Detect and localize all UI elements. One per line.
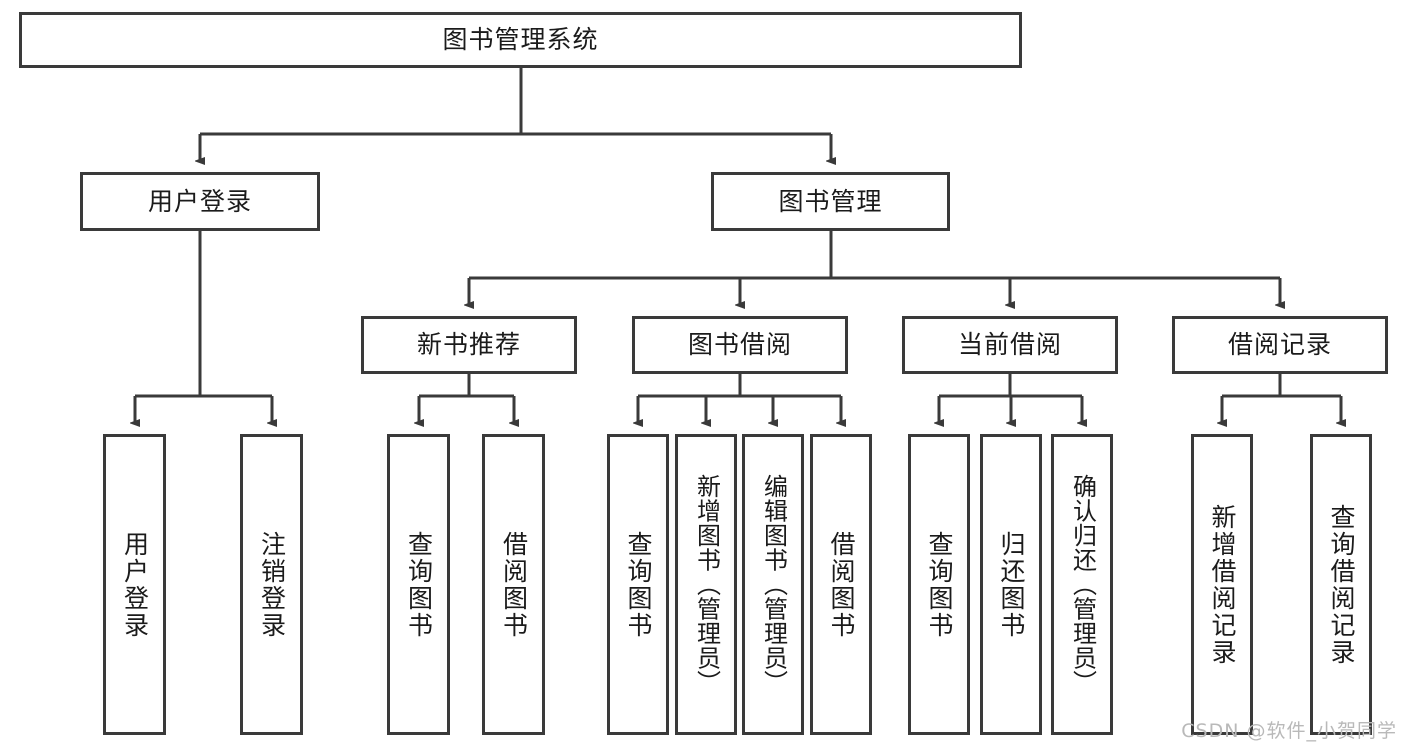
node-label: 新增图书（管理员） [692,474,721,695]
node-label: 图书借阅 [687,330,792,359]
node-borrow-record[interactable]: 借阅记录 [1172,316,1388,374]
node-label: 新增借阅记录 [1208,503,1237,666]
node-leaf-logout[interactable]: 注销登录 [240,434,303,735]
node-label: 图书管理系统 [442,25,599,54]
node-label: 查询图书 [925,530,954,639]
node-label: 注销登录 [257,530,287,639]
node-label: 归还图书 [997,530,1026,639]
node-label: 查询借阅记录 [1327,503,1356,666]
node-leaf-query-book-borrow[interactable]: 查询图书 [607,434,669,735]
node-label: 查询图书 [404,530,434,639]
node-user-login[interactable]: 用户登录 [80,172,320,231]
node-label: 查询图书 [624,530,653,639]
node-book-manage[interactable]: 图书管理 [711,172,950,231]
node-book-borrow[interactable]: 图书借阅 [632,316,848,374]
node-leaf-borrow-book-rec[interactable]: 借阅图书 [482,434,545,735]
csdn-watermark: CSDN @软件_小贺同学 [1181,720,1397,742]
node-leaf-user-login[interactable]: 用户登录 [103,434,166,735]
node-leaf-query-book-rec[interactable]: 查询图书 [387,434,450,735]
node-leaf-return-book[interactable]: 归还图书 [980,434,1042,735]
node-label: 借阅图书 [827,530,856,639]
node-label: 新书推荐 [416,330,521,359]
node-leaf-query-record[interactable]: 查询借阅记录 [1310,434,1372,735]
node-leaf-add-book[interactable]: 新增图书（管理员） [675,434,737,735]
node-label: 用户登录 [120,530,150,639]
node-label: 借阅图书 [499,530,529,639]
node-leaf-add-record[interactable]: 新增借阅记录 [1191,434,1253,735]
node-label: 编辑图书（管理员） [759,474,788,695]
node-root[interactable]: 图书管理系统 [19,12,1022,68]
node-current-borrow[interactable]: 当前借阅 [902,316,1118,374]
node-leaf-confirm-return[interactable]: 确认归还（管理员） [1051,434,1113,735]
node-label: 用户登录 [147,186,252,216]
node-leaf-query-book-cur[interactable]: 查询图书 [908,434,970,735]
node-new-book-rec[interactable]: 新书推荐 [361,316,577,374]
node-label: 当前借阅 [957,330,1062,359]
node-label: 借阅记录 [1227,330,1332,359]
node-label: 确认归还（管理员） [1068,474,1097,695]
node-leaf-borrow-book[interactable]: 借阅图书 [810,434,872,735]
node-leaf-edit-book[interactable]: 编辑图书（管理员） [742,434,804,735]
node-label: 图书管理 [778,186,883,216]
